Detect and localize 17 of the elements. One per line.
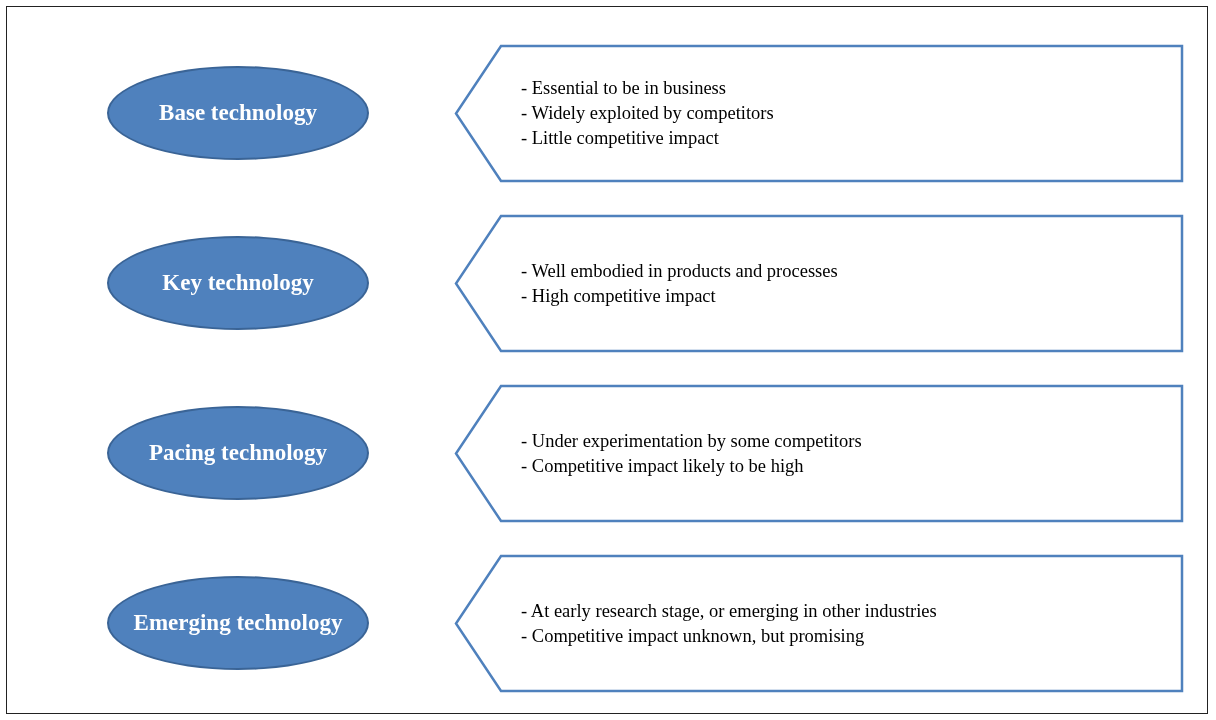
bullet-text: - Under experimentation by some competitors <box>521 429 863 453</box>
ellipse-label: Pacing technology <box>148 440 328 466</box>
left-pointing-callout-box <box>455 385 1183 522</box>
ellipse-label: Base technology <box>159 100 317 126</box>
left-pointing-callout-box <box>455 215 1183 352</box>
ellipse-label: Key technology <box>162 270 314 296</box>
bullet-text: - Well embodied in products and processes <box>521 259 839 283</box>
bullet-text: - High competitive impact <box>521 284 717 308</box>
bullet-text: - Essential to be in business <box>521 77 728 100</box>
left-pointing-callout-box <box>455 45 1183 182</box>
bullet-text: - Competitive impact likely to be high <box>521 454 805 478</box>
bullet-text: - Competitive impact unknown, but promising <box>521 624 866 648</box>
ellipse-label: Emerging technology <box>133 610 343 636</box>
bullet-text: - Widely exploited by competitors <box>521 102 775 125</box>
left-pointing-callout-box <box>455 555 1183 692</box>
bullet-text: - At early research stage, or emerging in other industries <box>521 599 938 623</box>
bullet-text: - Little competitive impact <box>521 127 720 150</box>
